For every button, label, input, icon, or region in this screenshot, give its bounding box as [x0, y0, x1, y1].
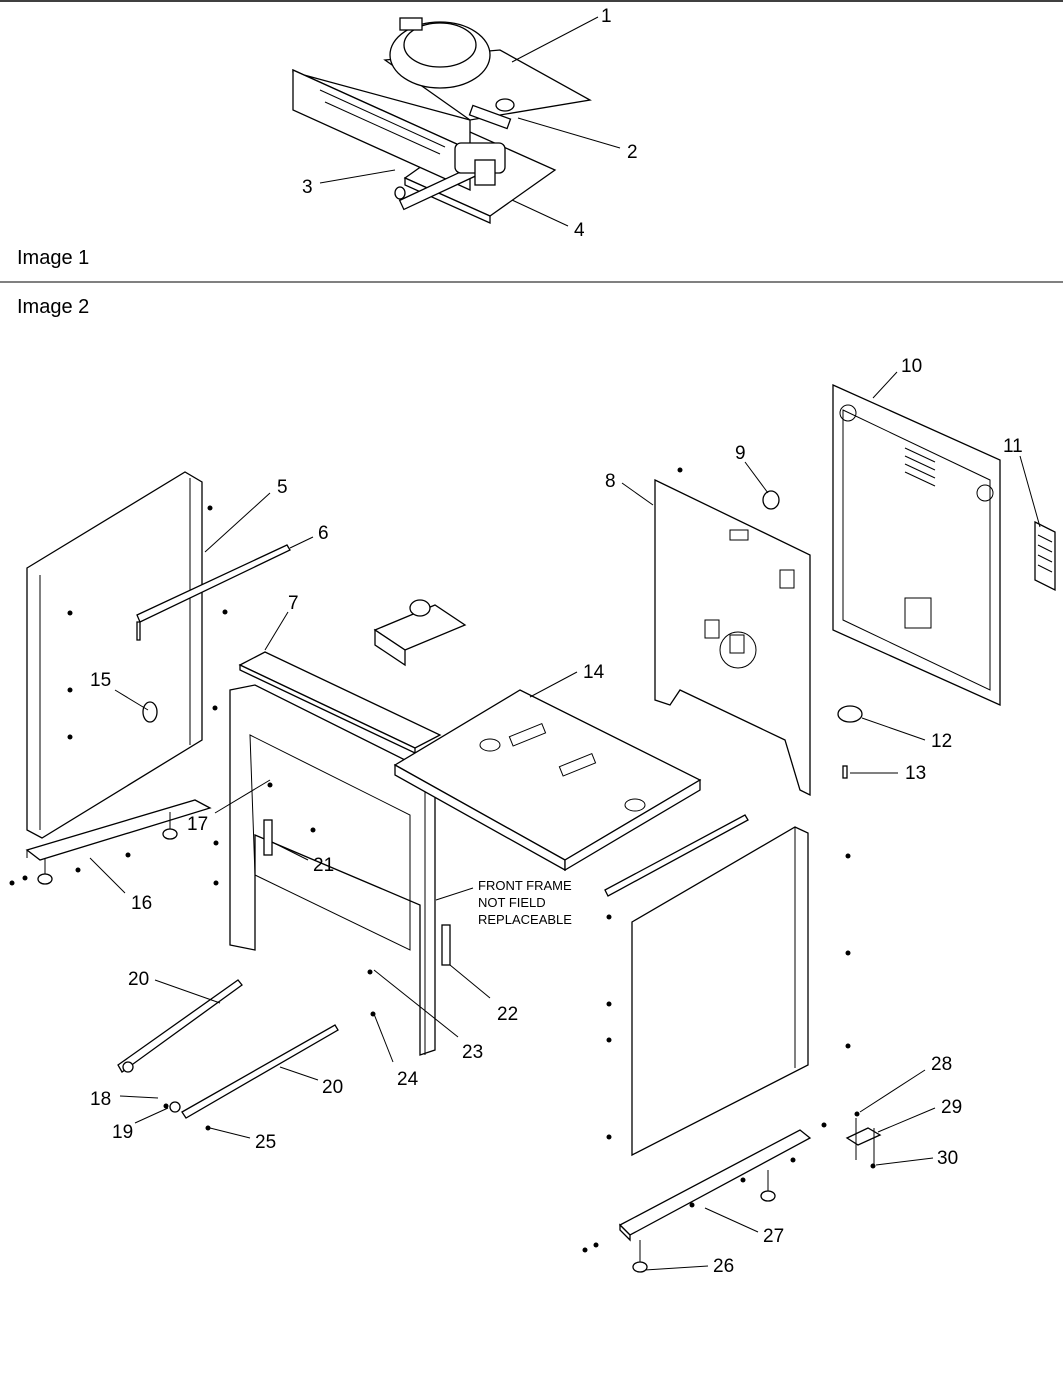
callout-25: 25	[255, 1132, 276, 1153]
screws	[9, 467, 876, 1253]
callout-14: 14	[583, 662, 605, 683]
callout-26: 26	[713, 1256, 734, 1277]
section-label-image-1: Image 1	[17, 247, 90, 269]
callout-22: 22	[497, 1004, 518, 1025]
callout-3: 3	[302, 177, 313, 198]
callout-8: 8	[605, 471, 616, 492]
callout-2: 2	[627, 142, 638, 163]
note-line-2: NOT FIELD	[478, 895, 546, 910]
callout-11: 11	[1003, 436, 1023, 457]
leveling-legs-left	[37, 812, 178, 885]
callout-17: 17	[187, 814, 208, 835]
section-label-image-2: Image 2	[17, 296, 90, 318]
callout-21: 21	[313, 855, 334, 876]
callout-19: 19	[112, 1122, 133, 1143]
callout-29: 29	[941, 1097, 962, 1118]
cabinet-illustration	[9, 383, 1056, 1273]
callout-1: 1	[601, 6, 612, 27]
vent-slots	[904, 447, 936, 487]
note-line-3: REPLACEABLE	[478, 912, 572, 927]
blower-assembly-illustration	[292, 17, 592, 225]
callout-24: 24	[397, 1069, 419, 1090]
callout-7: 7	[288, 593, 299, 614]
callouts-image-2: 5 6 7 8 9 10 11 12 13 14 15 16 17 18 19 …	[89, 356, 1041, 1277]
callout-4: 4	[574, 220, 585, 241]
callout-5: 5	[277, 477, 288, 498]
callout-30: 30	[937, 1148, 958, 1169]
callout-20b: 20	[322, 1077, 343, 1098]
front-frame-note: FRONT FRAME NOT FIELD REPLACEABLE	[478, 877, 572, 928]
callout-10: 10	[901, 356, 922, 377]
callout-12: 12	[931, 731, 952, 752]
callout-6: 6	[318, 523, 329, 544]
callout-13: 13	[905, 763, 926, 784]
callout-9: 9	[735, 443, 746, 464]
callout-23: 23	[462, 1042, 483, 1063]
callout-20a: 20	[128, 969, 149, 990]
callout-15: 15	[90, 670, 111, 691]
callout-18: 18	[90, 1089, 111, 1110]
note-line-1: FRONT FRAME	[478, 878, 572, 893]
callouts-image-1: 1 2 3 4	[302, 6, 638, 241]
callout-28: 28	[931, 1054, 952, 1075]
callout-27: 27	[763, 1226, 784, 1247]
callout-16: 16	[131, 893, 152, 914]
